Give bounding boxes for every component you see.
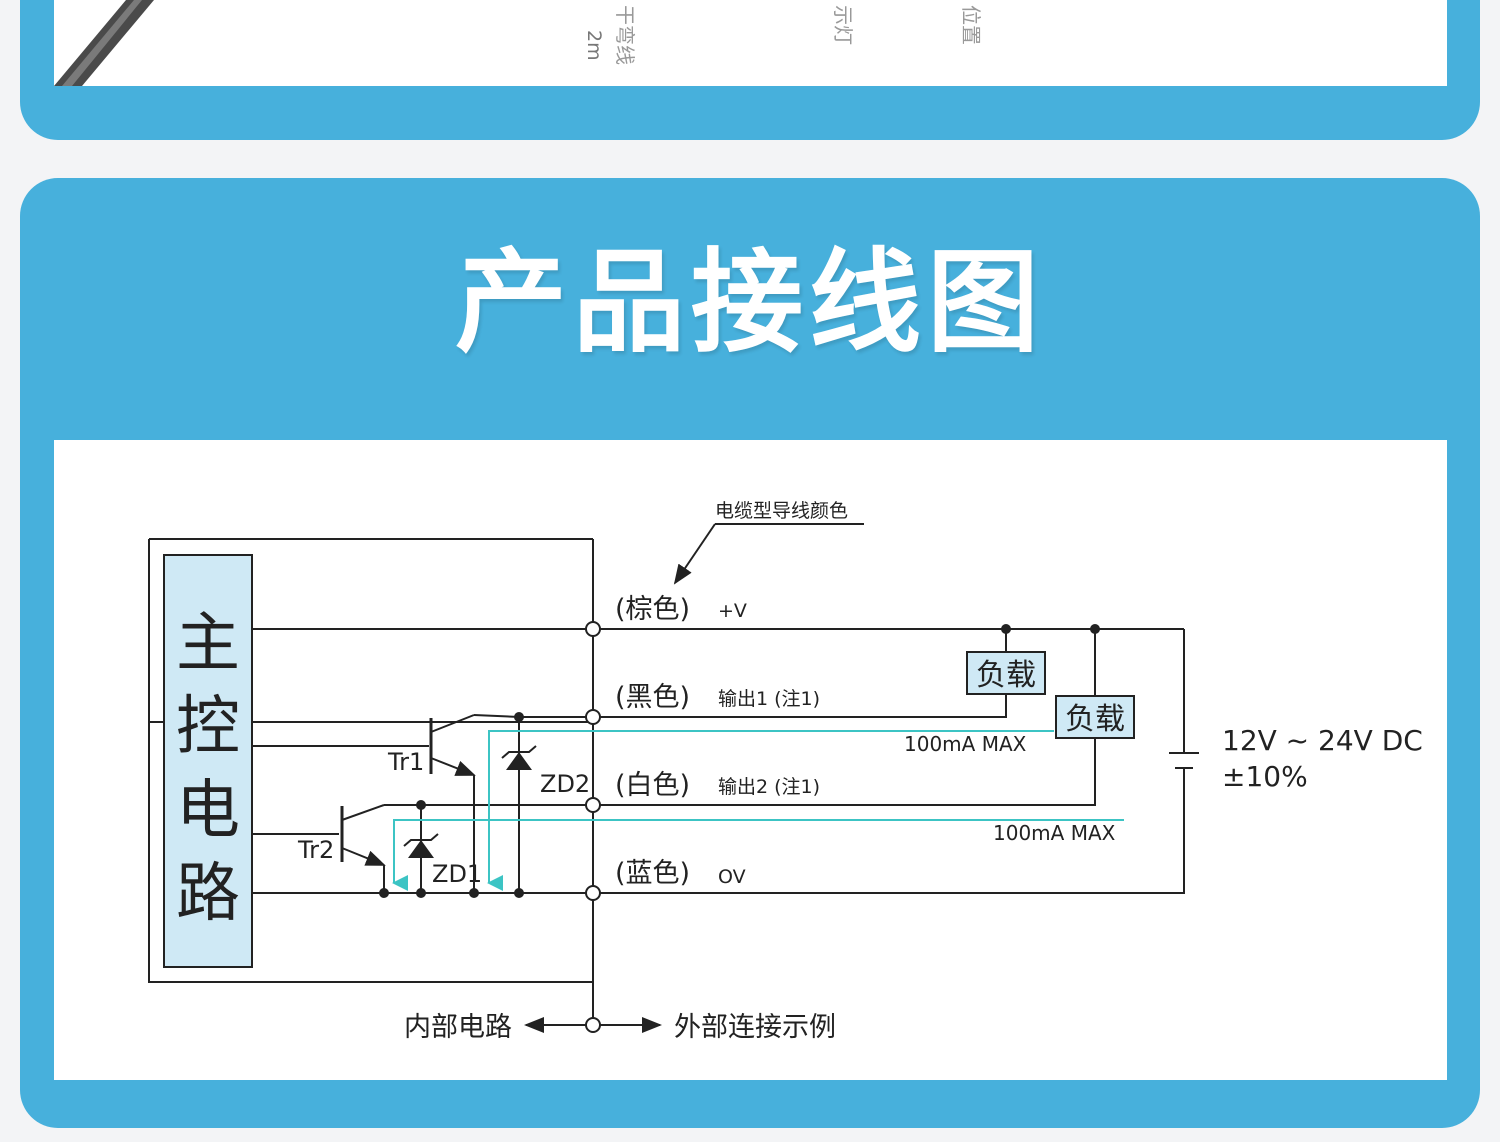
caption-indicator: 示灯 <box>831 5 855 45</box>
zd2-label: ZD2 <box>540 770 590 798</box>
current-path-2 <box>392 819 1124 891</box>
terminal-output2 <box>585 797 601 813</box>
wire-desc-black: 输出1 (注1) <box>718 688 820 710</box>
zd1-zener <box>408 840 434 858</box>
supply-tolerance: ±10% <box>1222 760 1308 793</box>
top-panel: 2m 干弯线 示灯 位置 <box>20 0 1480 140</box>
terminal-plus-v <box>585 621 601 637</box>
terminal-output1 <box>585 709 601 725</box>
current-limit-1: 100mA MAX <box>904 732 1027 756</box>
product-image-area: 2m 干弯线 示灯 位置 <box>54 0 1447 86</box>
page-title: 产品接线图 <box>455 238 1045 368</box>
load-2 <box>1055 695 1135 739</box>
wire-output2 <box>384 738 1096 806</box>
wire-label-black: (黑色) <box>615 682 690 713</box>
zd1-label: ZD1 <box>432 860 482 888</box>
zd2-zener <box>506 752 532 770</box>
product-image: 2m 干弯线 示灯 位置 <box>54 0 983 86</box>
caption-length: 2m <box>583 30 605 61</box>
wire-output1 <box>473 686 1007 718</box>
load-2-label: 负载 <box>1065 702 1125 737</box>
wire-desc-white: 输出2 (注1) <box>718 776 820 798</box>
wire-0v <box>252 769 1185 894</box>
wire-label-blue: (蓝色) <box>615 858 690 889</box>
main-control-char-2: 控 <box>176 690 240 764</box>
cable-color-note: 电缆型导线颜色 <box>715 500 848 522</box>
main-control-char-4: 路 <box>176 857 240 931</box>
wire-label-white: (白色) <box>615 770 690 801</box>
load-1 <box>966 651 1046 695</box>
wiring-diagram: 主 控 电 路 负载 负载 12V ~ <box>148 500 1423 1043</box>
supply-voltage: 12V ~ 24V DC <box>1222 724 1423 757</box>
current-path-1 <box>487 730 1054 891</box>
current-limit-2: 100mA MAX <box>993 821 1116 845</box>
main-control-block <box>163 554 253 968</box>
main-control-char-1: 主 <box>176 607 240 681</box>
terminal-0v <box>585 885 601 901</box>
wire-label-brown: (棕色) <box>615 594 690 625</box>
legend-external: 外部连接示例 <box>674 1012 836 1043</box>
wiring-diagram-area: 主 控 电 路 负载 负载 12V ~ <box>54 440 1447 1080</box>
load-1-label: 负载 <box>976 658 1036 693</box>
caption-bend: 干弯线 <box>613 5 637 65</box>
wire-desc-brown: +V <box>718 600 747 622</box>
main-control-char-3: 电 <box>176 774 240 848</box>
legend-internal: 内部电路 <box>404 1012 512 1043</box>
caption-position: 位置 <box>959 5 983 45</box>
wire-desc-blue: OV <box>718 866 746 888</box>
tr1-label: Tr1 <box>387 748 424 776</box>
tr2-label: Tr2 <box>297 836 334 864</box>
main-panel: 产品接线图 主 控 电 路 <box>20 178 1480 1128</box>
